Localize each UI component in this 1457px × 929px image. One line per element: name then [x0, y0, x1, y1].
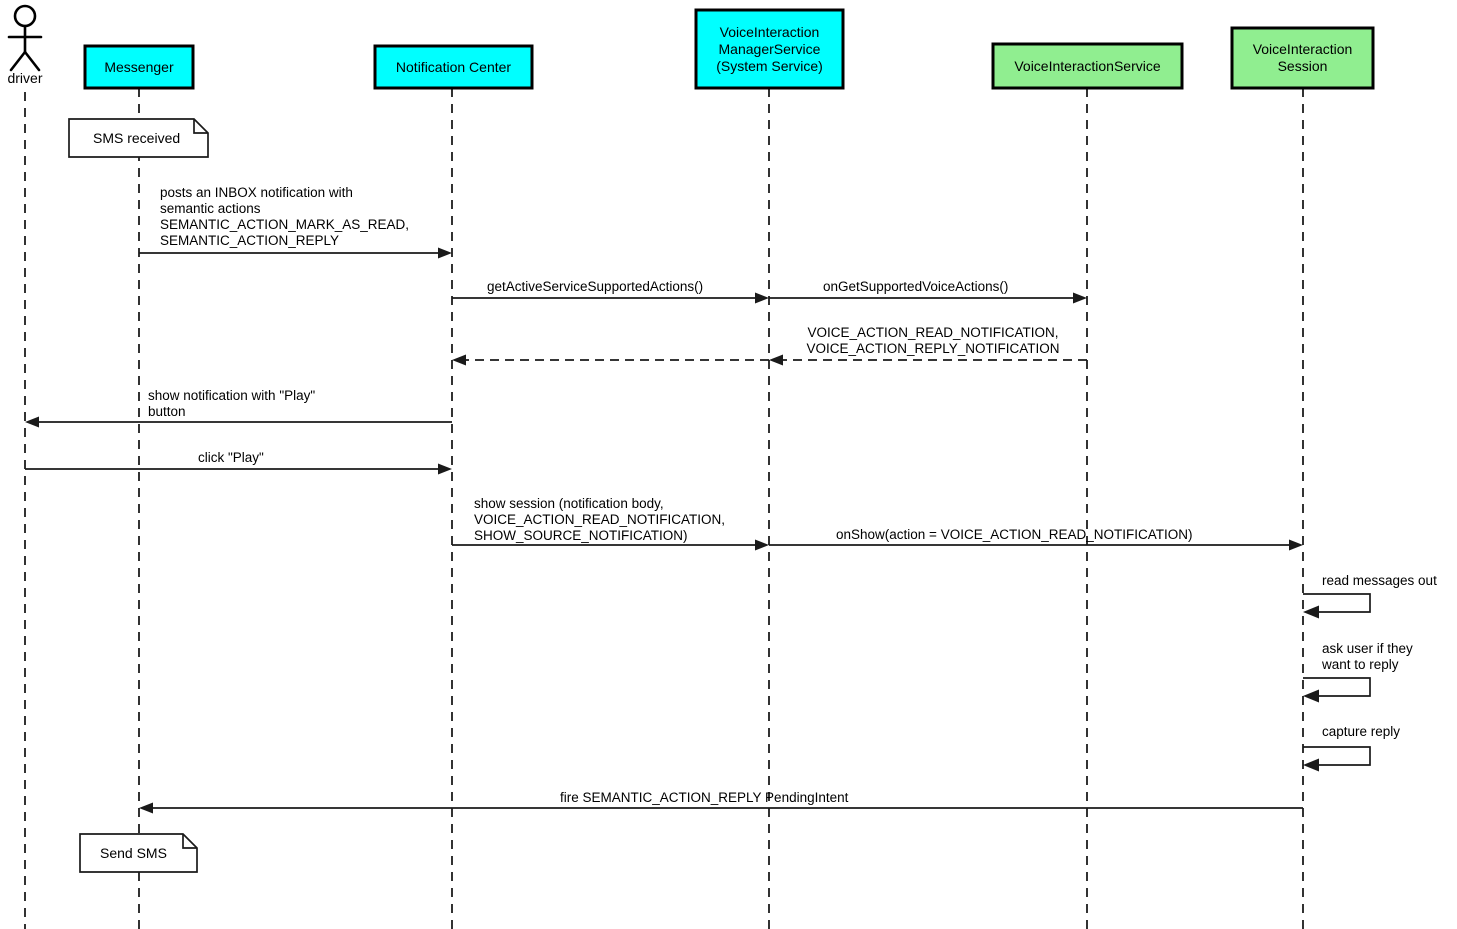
- message-label-return-voice-actions: VOICE_ACTION_READ_NOTIFICATION, VOICE_AC…: [806, 325, 1060, 356]
- participant-box-notification-center[interactable]: [373, 44, 534, 90]
- message-label-post-inbox-notification: posts an INBOX notification with semanti…: [160, 185, 410, 248]
- note-send-sms-shape: [79, 833, 198, 873]
- self-message-label-read-messages-out: read messages out: [1322, 573, 1437, 588]
- lifelines-group: [24, 88, 1304, 929]
- message-arrow-show-session: [452, 539, 769, 551]
- message-arrow-fire-semantic-action-reply-pendingintent: [139, 802, 1303, 814]
- note-sms-received-shape: [68, 118, 209, 158]
- message-arrow-return-voice-actions-to-notification-center: [452, 354, 769, 366]
- message-label-click-play: click "Play": [198, 450, 264, 465]
- message-arrow-show-notification-with-play-button: [25, 416, 452, 428]
- message-label-show-notification-with-play-button: show notification with "Play" button: [148, 388, 316, 419]
- note-label-send-sms: Send SMS: [100, 845, 167, 861]
- participant-box-voice-interaction-service[interactable]: [991, 42, 1184, 90]
- self-message-arrow-ask-user-if-they-want-to-reply: [1303, 677, 1371, 703]
- note-label-sms-received: SMS received: [93, 130, 181, 146]
- message-arrow-on-show: [769, 539, 1303, 551]
- self-message-arrow-read-messages-out: [1303, 593, 1371, 619]
- message-arrow-post-inbox-notification: [139, 247, 452, 259]
- message-label-fire-semantic-action-reply-pendingintent: fire SEMANTIC_ACTION_REPLY PendingIntent: [560, 790, 849, 805]
- message-arrow-on-get-supported-voice-actions: [769, 292, 1087, 304]
- self-message-arrow-capture-reply: [1303, 746, 1371, 772]
- participant-boxes-group: [83, 8, 1375, 90]
- message-arrow-get-active-service-supported-actions: [452, 292, 769, 304]
- self-message-label-capture-reply: capture reply: [1322, 724, 1401, 739]
- self-message-label-ask-user-if-they-want-to-reply: ask user if they want to reply: [1322, 641, 1413, 672]
- message-arrow-click-play: [25, 463, 452, 475]
- participant-box-voice-interaction-session[interactable]: [1230, 26, 1375, 90]
- actor-driver-figure: [7, 4, 43, 72]
- actor-label-driver: driver: [7, 70, 43, 86]
- participant-box-messenger[interactable]: [83, 44, 195, 90]
- participant-box-voice-interaction-manager-service[interactable]: [694, 8, 845, 90]
- message-arrow-return-voice-actions-to-vims: [769, 354, 1087, 366]
- message-label-get-active-service-supported-actions: getActiveServiceSupportedActions(): [487, 279, 704, 294]
- message-label-show-session: show session (notification body, VOICE_A…: [474, 496, 726, 543]
- message-label-on-show: onShow(action = VOICE_ACTION_READ_NOTIFI…: [836, 527, 1193, 542]
- message-label-on-get-supported-voice-actions: onGetSupportedVoiceActions(): [823, 279, 1009, 294]
